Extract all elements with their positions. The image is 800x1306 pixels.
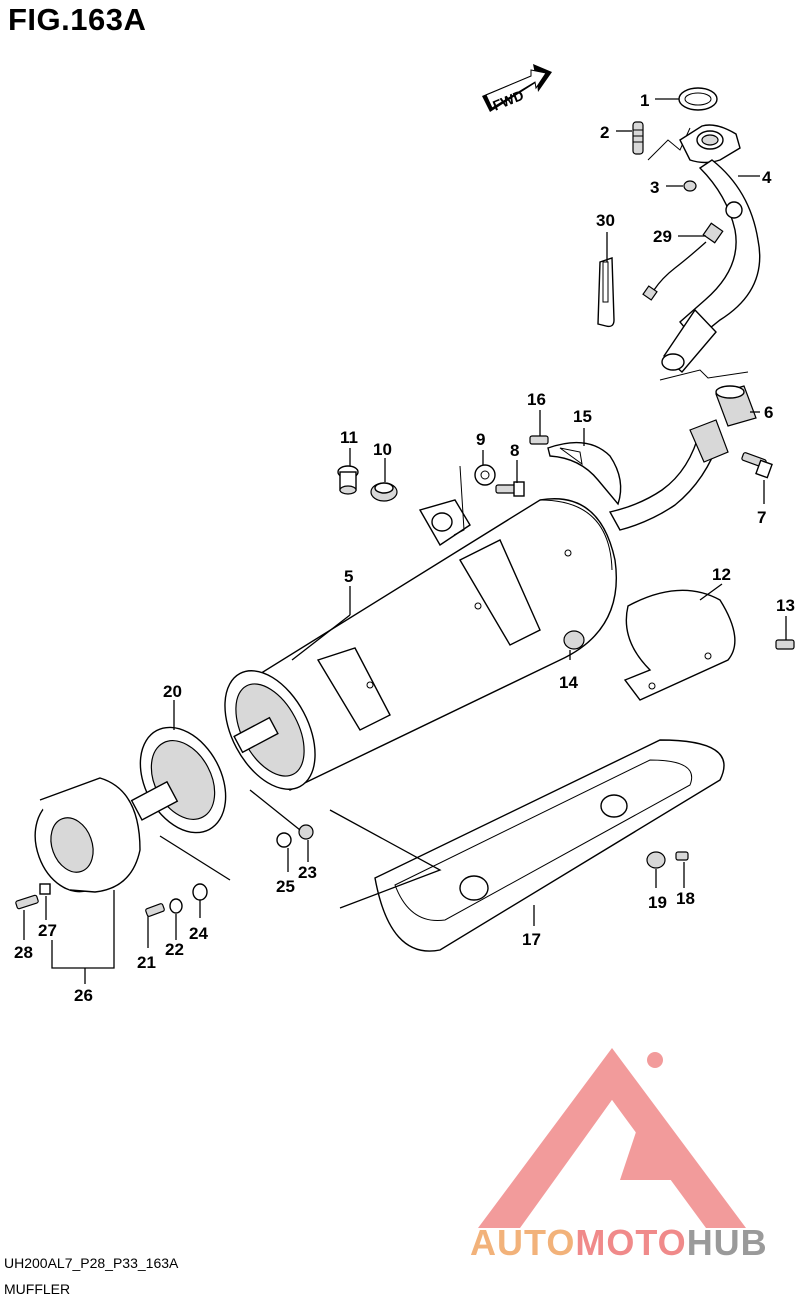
part-label-9: 9: [476, 430, 485, 449]
watermark-logo-icon: [478, 1048, 746, 1228]
shield-bolt: [675, 851, 689, 861]
watermark-brand-text: AUTOMOTOHUB: [470, 1222, 768, 1264]
heat-shield: [623, 589, 736, 701]
part-label-4: 4: [762, 168, 772, 187]
part-label-26: 26: [74, 986, 93, 1005]
pipe-clamp: [597, 257, 615, 328]
part-label-24: 24: [189, 924, 208, 943]
part-label-6: 6: [764, 403, 773, 422]
mounting-bolt: [495, 481, 525, 497]
part-label-14: 14: [559, 673, 578, 692]
part-label-8: 8: [510, 441, 519, 460]
diagram-name: MUFFLER: [4, 1281, 71, 1297]
shield-screw: [775, 639, 795, 650]
fwd-arrow-icon: FWD: [482, 64, 552, 114]
tail-screw: [15, 894, 39, 910]
part-label-13: 13: [776, 596, 795, 615]
collar-small: [39, 883, 51, 895]
part-label-5: 5: [344, 567, 353, 586]
part-label-16: 16: [527, 390, 546, 409]
part-label-21: 21: [137, 953, 156, 972]
washer: [474, 464, 496, 486]
brand-part-auto: AUTO: [470, 1222, 576, 1263]
screw: [529, 435, 549, 445]
part-label-3: 3: [650, 178, 659, 197]
part-label-12: 12: [712, 565, 731, 584]
rubber-cap: [563, 630, 585, 650]
flange-nut: [683, 180, 697, 192]
part-label-17: 17: [522, 930, 541, 949]
pipe-joint: [689, 419, 729, 463]
exhaust-pipe: [661, 124, 761, 373]
figure-title: FIG.163A: [8, 2, 147, 37]
end-cap-washer-c: [276, 832, 292, 848]
part-label-22: 22: [165, 940, 184, 959]
muffler-body: [224, 498, 617, 791]
part-label-29: 29: [653, 227, 672, 246]
part-label-2: 2: [600, 123, 609, 142]
brand-part-moto: MOTO: [575, 1222, 687, 1263]
pipe-sleeve: [715, 385, 757, 427]
large-heat-shield: [374, 739, 725, 952]
part-label-28: 28: [14, 943, 33, 962]
part-label-10: 10: [373, 440, 392, 459]
part-label-20: 20: [163, 682, 182, 701]
part-labels: 1 2 3 4 5 6 7 8 9 10 11 12 13 14 15 16 1…: [14, 91, 795, 1005]
end-cap-nut: [298, 824, 314, 840]
stud-bolt: [632, 121, 644, 155]
end-cap-washer-b: [192, 883, 208, 901]
collar: [337, 465, 359, 495]
part-label-27: 27: [38, 921, 57, 940]
muffler-end-cap: [130, 726, 227, 834]
part-label-23: 23: [298, 863, 317, 882]
part-label-11: 11: [340, 428, 358, 447]
tail-cover: [34, 777, 141, 893]
part-label-18: 18: [676, 889, 695, 908]
rubber-grommet: [370, 482, 398, 502]
diagram-code: UH200AL7_P28_P33_163A: [4, 1255, 179, 1271]
part-label-30: 30: [596, 211, 615, 230]
oxygen-sensor: [642, 222, 724, 301]
brand-part-hub: HUB: [686, 1222, 768, 1263]
bolt: [741, 452, 773, 479]
end-cap-bolt: [145, 903, 165, 917]
part-label-1: 1: [640, 91, 649, 110]
part-label-25: 25: [276, 877, 295, 896]
end-cap-washer-a: [169, 898, 183, 914]
shield-grommet: [646, 851, 666, 869]
small-heat-shield: [547, 441, 622, 506]
part-label-19: 19: [648, 893, 667, 912]
part-label-7: 7: [757, 508, 766, 527]
leader-lines: [23, 98, 787, 984]
part-label-15: 15: [573, 407, 592, 426]
